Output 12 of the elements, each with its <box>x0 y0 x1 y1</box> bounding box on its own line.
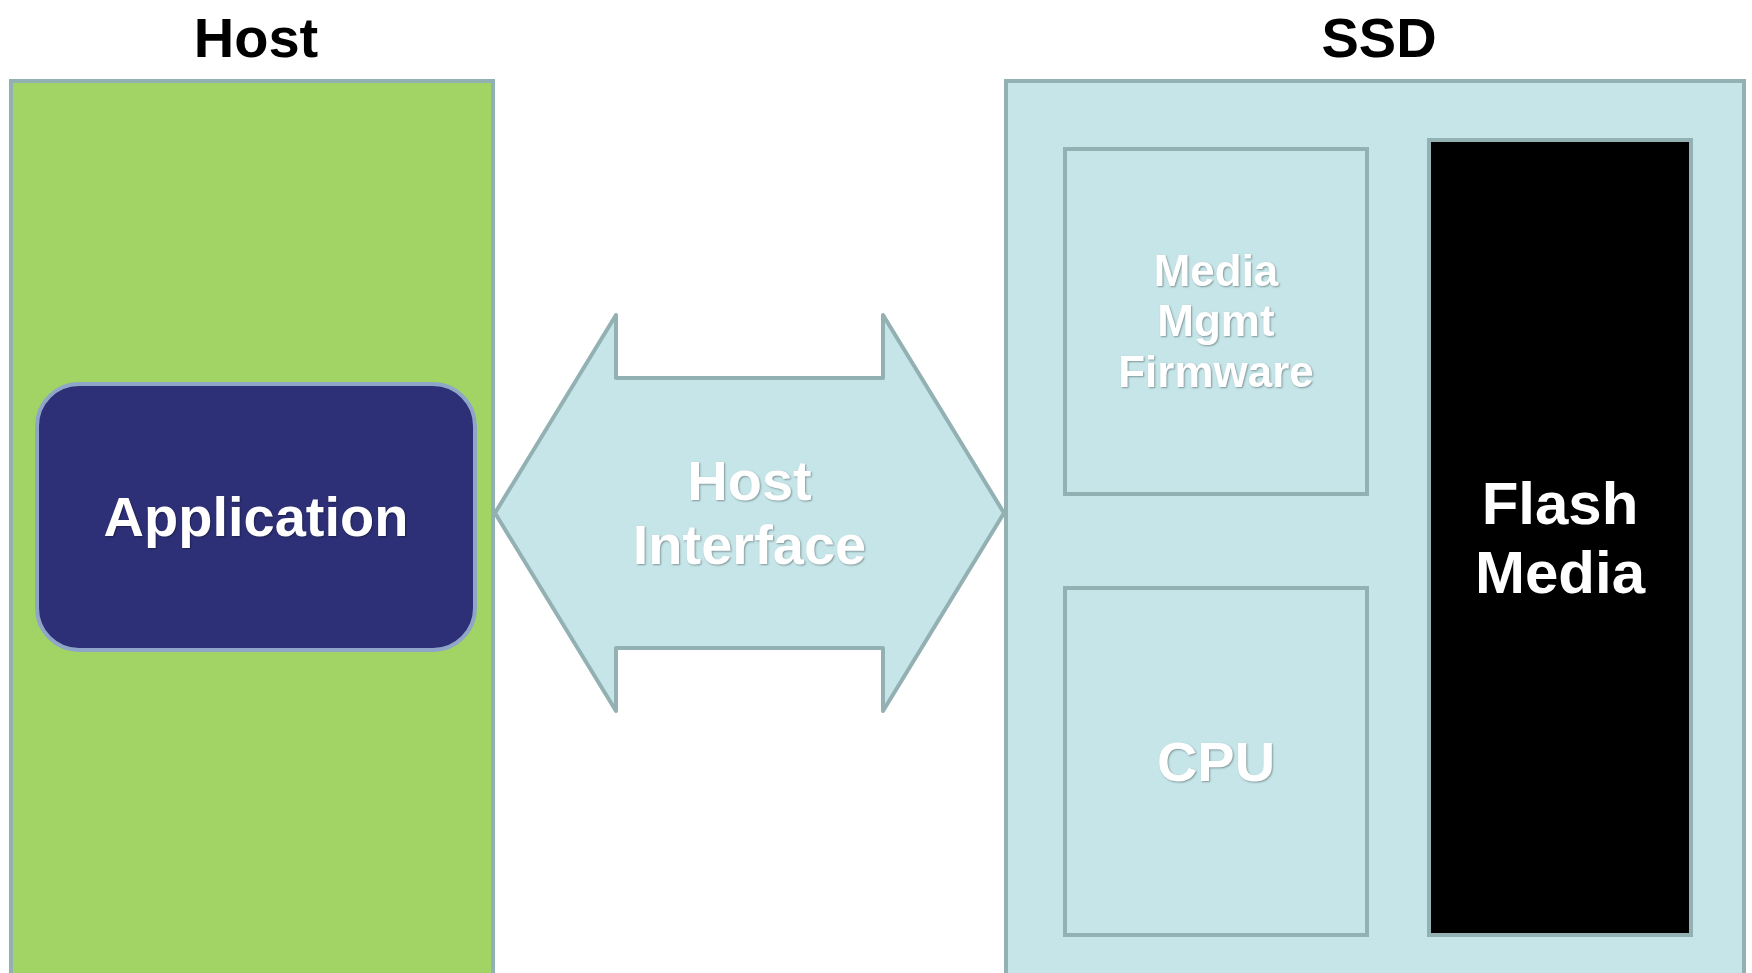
box-label: Flash Media <box>1473 468 1647 607</box>
box-label: Application <box>102 484 410 550</box>
box-label: Media Mgmt Firmware <box>1117 245 1315 398</box>
double-arrow <box>493 313 1006 713</box>
panel-heading: SSD <box>1320 5 1438 70</box>
cpu-box <box>1063 586 1369 937</box>
firmware-box <box>1063 147 1369 496</box>
flash-media-box <box>1427 138 1693 937</box>
edge-label: Host Interface <box>631 448 868 578</box>
application-box <box>35 382 477 652</box>
box-label: CPU <box>1155 729 1277 794</box>
panel-heading: Host <box>192 5 320 70</box>
